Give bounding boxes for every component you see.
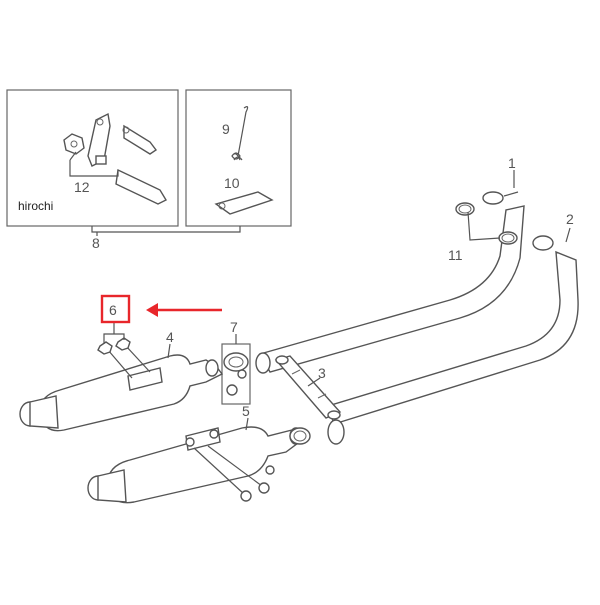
callout-12: 12 [74,179,90,195]
callout-8: 8 [92,235,100,251]
callout-4: 4 [166,329,174,345]
clamp-part-7 [221,343,251,405]
muffler-upper [19,345,224,432]
callout-2: 2 [566,211,574,227]
callout-3: 3 [318,365,326,381]
callout-9: 9 [222,121,230,137]
callout-11: 11 [448,247,463,263]
callout-5: 5 [242,403,250,419]
callout-7: 7 [230,319,238,335]
highlight-arrow [146,303,222,317]
clamp-lower [265,427,311,475]
exhaust-pipe-upper [255,191,525,374]
exhaust-pipe-lower [327,235,579,445]
highlight-box [100,294,131,324]
callout-1: 1 [508,155,516,171]
callout-10: 10 [224,175,240,191]
inset-box-spring: 9 10 [185,89,292,227]
connector-pipe [274,355,342,420]
bolts-part-6 [97,337,131,355]
muffler-lower [87,426,304,504]
inset-box-bracket: 12 hirochi [6,89,179,227]
group-bracket-8 [91,226,241,233]
watermark-text: hirochi [18,199,53,213]
callout-6: 6 [109,302,117,318]
